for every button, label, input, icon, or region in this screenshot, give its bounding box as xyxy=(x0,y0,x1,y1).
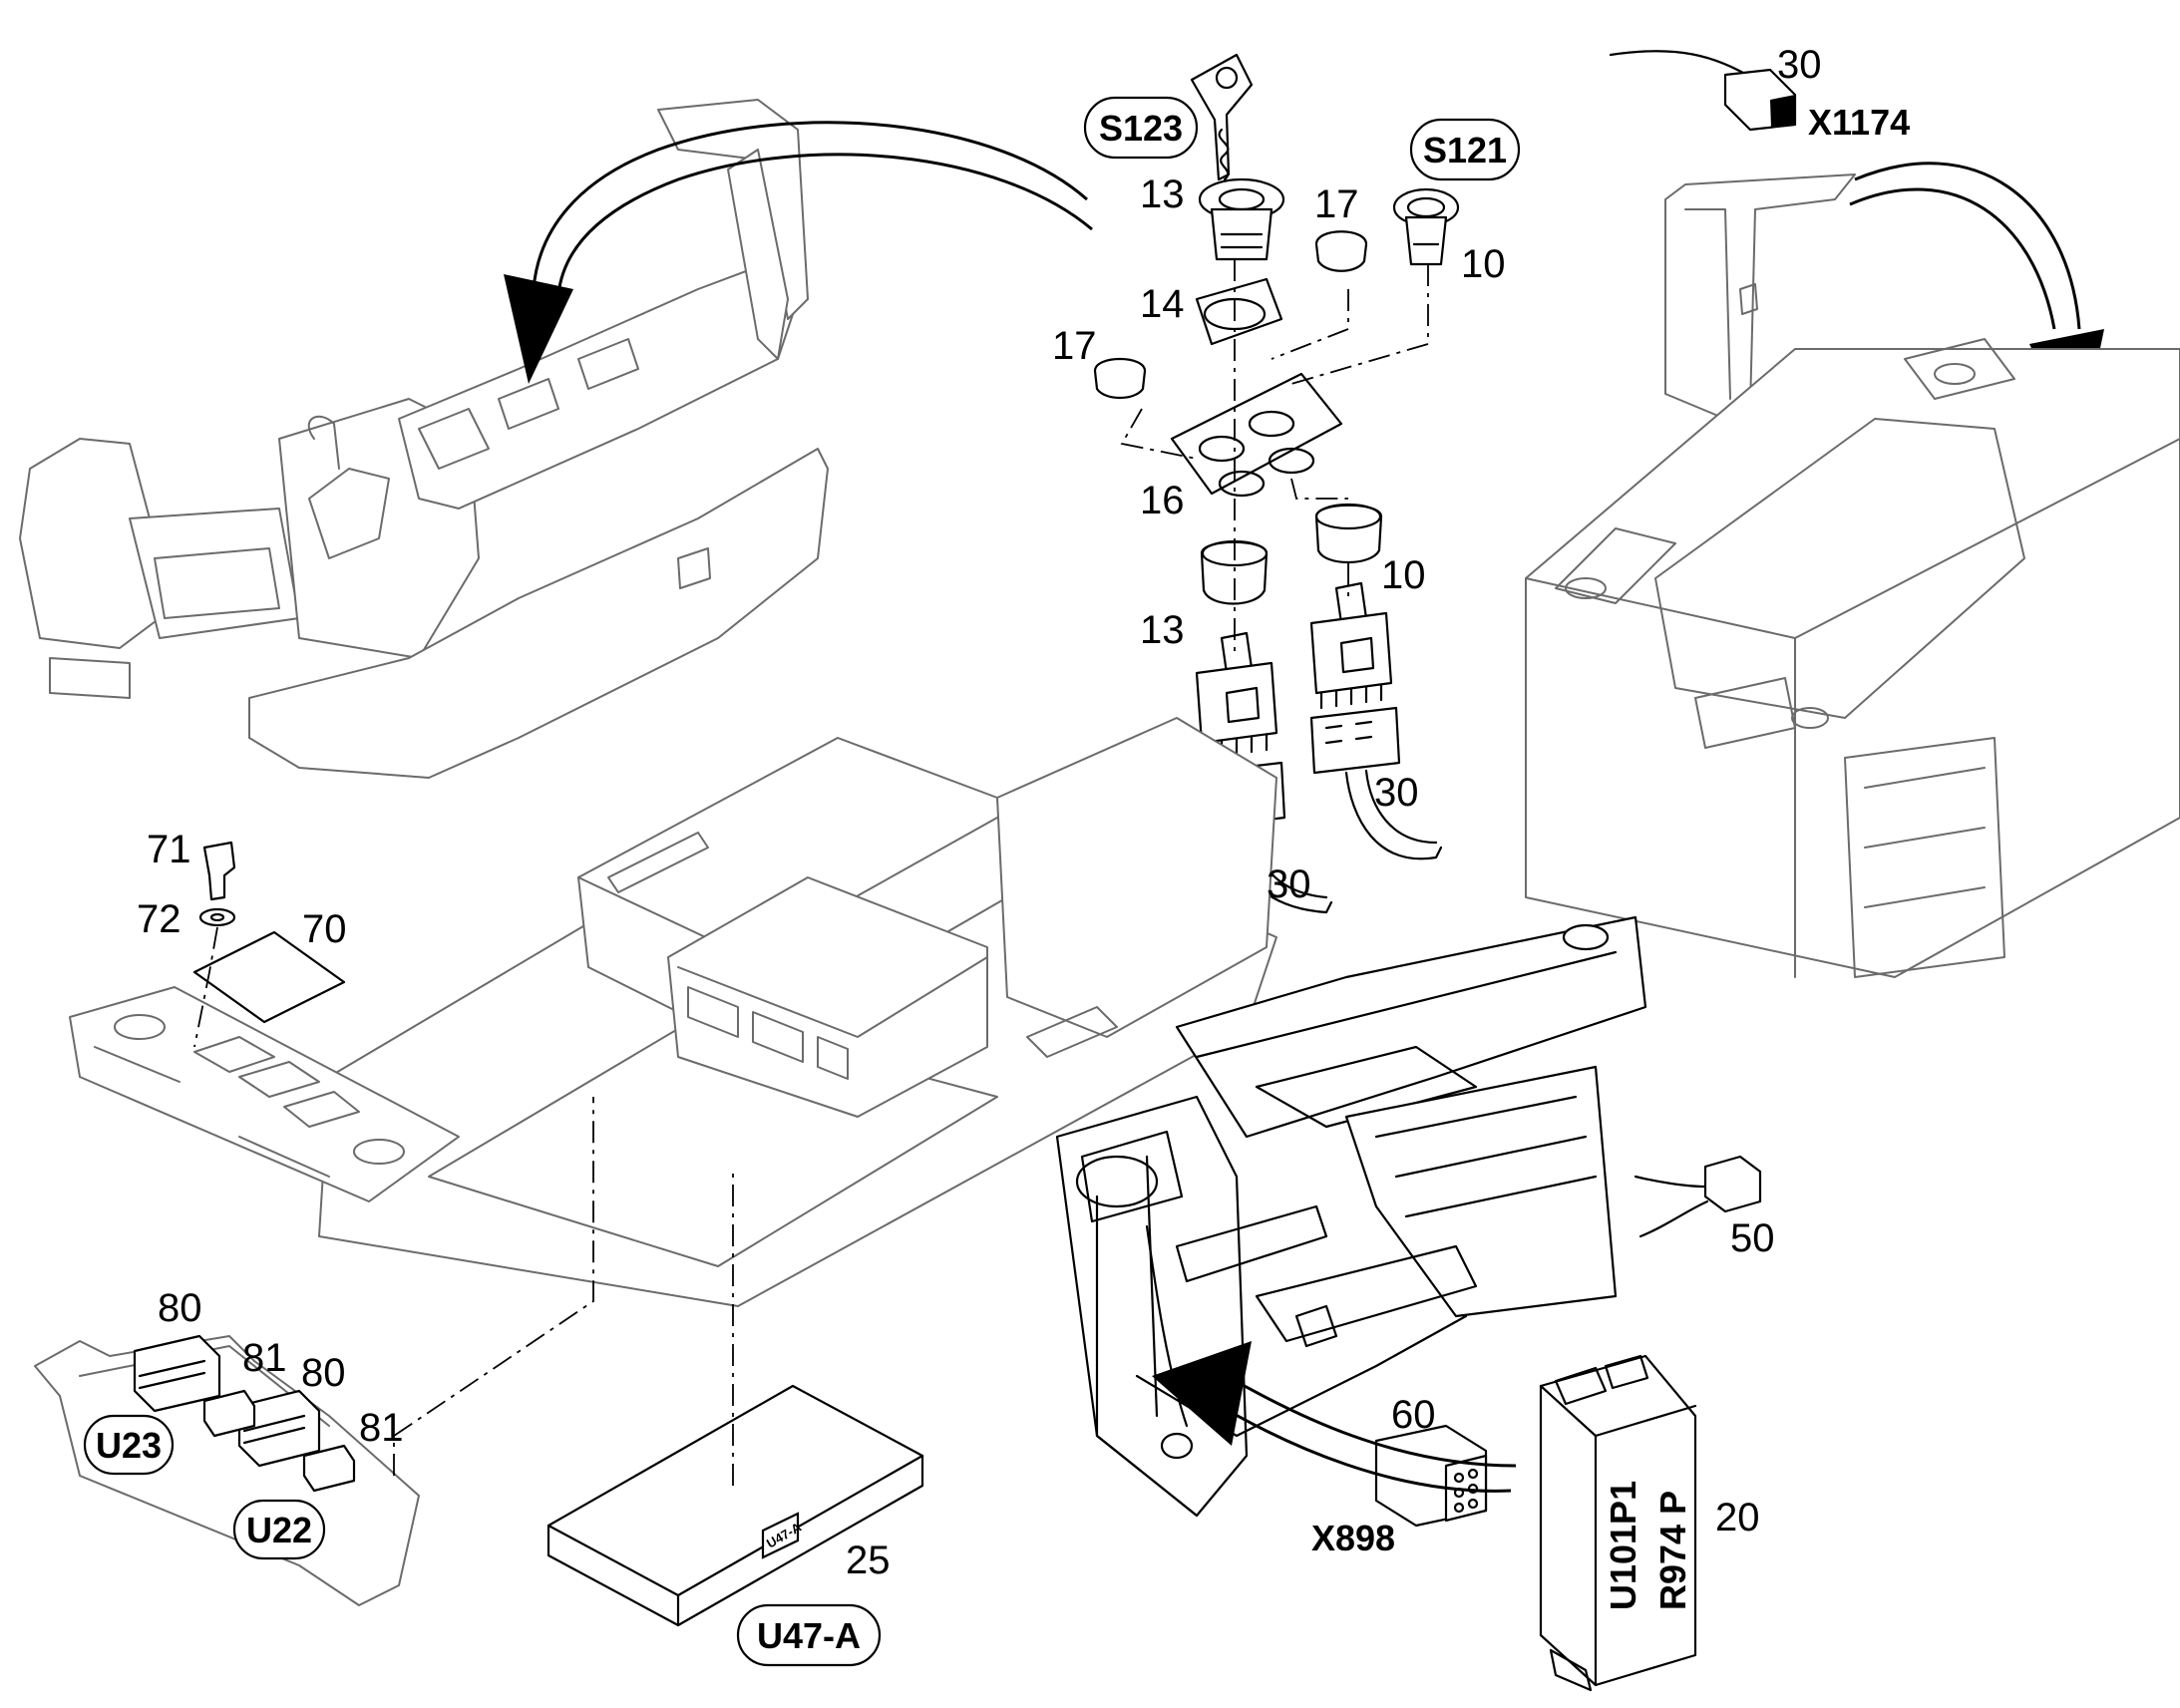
callout-s123: S123 xyxy=(1083,96,1199,160)
part-number-25: 25 xyxy=(846,1538,891,1582)
floor-plate xyxy=(318,717,1277,1307)
svg-text:S123: S123 xyxy=(1099,108,1183,149)
module-marking-1: U101P1 xyxy=(1603,1481,1643,1610)
part-number-81-b: 81 xyxy=(359,1406,404,1450)
callout-u47a: U47-A xyxy=(736,1603,882,1667)
x1174-connector-bracket xyxy=(1609,50,1856,420)
svg-text:U47-A: U47-A xyxy=(757,1615,861,1656)
part-number-16: 16 xyxy=(1140,479,1185,522)
svg-text:U23: U23 xyxy=(96,1425,162,1466)
base-frame-right xyxy=(1525,338,2180,978)
x898-connector xyxy=(1374,1424,1488,1528)
callout-u23: U23 xyxy=(83,1414,175,1476)
part-number-81-a: 81 xyxy=(242,1336,287,1380)
callout-x898: X898 xyxy=(1311,1518,1395,1558)
part-number-10-a: 10 xyxy=(1461,242,1506,286)
part-number-17-a: 17 xyxy=(1314,182,1359,226)
curved-arrow-bottom xyxy=(1152,1341,1517,1493)
svg-text:S121: S121 xyxy=(1423,130,1507,171)
module-marking-2: R974 P xyxy=(1652,1491,1693,1610)
part-number-20: 20 xyxy=(1715,1496,1760,1539)
part-number-30-top: 30 xyxy=(1777,43,1822,87)
part-number-17-b: 17 xyxy=(1052,324,1097,368)
part-number-72: 72 xyxy=(137,897,182,941)
connector-50 xyxy=(1634,1155,1762,1238)
ecu-box-u47a: U47-A xyxy=(546,1384,924,1627)
ignition-key-icon xyxy=(1190,53,1254,181)
operator-console xyxy=(19,99,829,779)
part-number-70: 70 xyxy=(302,907,347,951)
part-number-13-b: 13 xyxy=(1140,608,1185,652)
part-number-80-b: 80 xyxy=(301,1351,346,1395)
part-number-71: 71 xyxy=(147,828,191,871)
callout-u22: U22 xyxy=(232,1499,326,1560)
part-number-14: 14 xyxy=(1140,282,1185,326)
part-number-13-a: 13 xyxy=(1140,172,1185,216)
part-number-30-a: 30 xyxy=(1374,771,1419,815)
module-u101p1: U101P1 R974 P xyxy=(1539,1354,1697,1692)
part-number-60: 60 xyxy=(1391,1393,1436,1437)
callout-s121: S121 xyxy=(1409,118,1521,181)
part-number-80-a: 80 xyxy=(158,1286,202,1330)
svg-text:U22: U22 xyxy=(246,1510,312,1550)
callout-x1174: X1174 xyxy=(1808,102,1910,143)
curved-arrow-left xyxy=(504,121,1093,384)
left-panel-plate xyxy=(69,841,460,1202)
part-number-10-b: 10 xyxy=(1381,553,1426,597)
control-tower xyxy=(1055,915,1647,1518)
part-number-30-b: 30 xyxy=(1267,862,1311,906)
part-number-50: 50 xyxy=(1730,1216,1775,1260)
switch-assembly xyxy=(1093,53,1460,914)
